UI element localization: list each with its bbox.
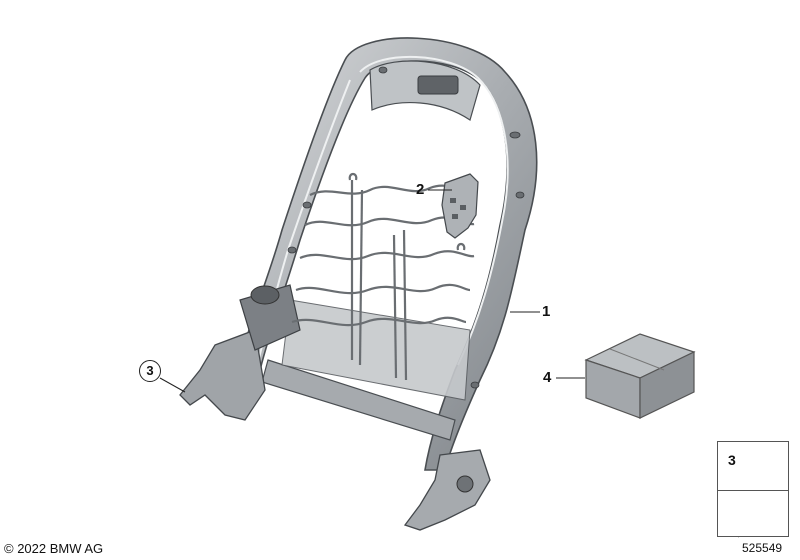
legend-divider bbox=[718, 490, 788, 491]
callout-1: 1 bbox=[542, 303, 551, 320]
parts-legend: 3 bbox=[717, 441, 789, 537]
bracket-icon bbox=[441, 173, 479, 239]
legend-part-number: 3 bbox=[728, 452, 736, 468]
backrest-frame bbox=[179, 37, 538, 531]
callout-3: 3 bbox=[139, 360, 161, 382]
copyright-text: © 2022 BMW AG bbox=[4, 541, 104, 556]
callout-4: 4 bbox=[543, 369, 552, 386]
callout-2: 2 bbox=[416, 181, 425, 198]
leader-line-3 bbox=[159, 377, 186, 393]
diagram-id: 525549 bbox=[742, 541, 783, 555]
box-icon bbox=[584, 333, 696, 419]
